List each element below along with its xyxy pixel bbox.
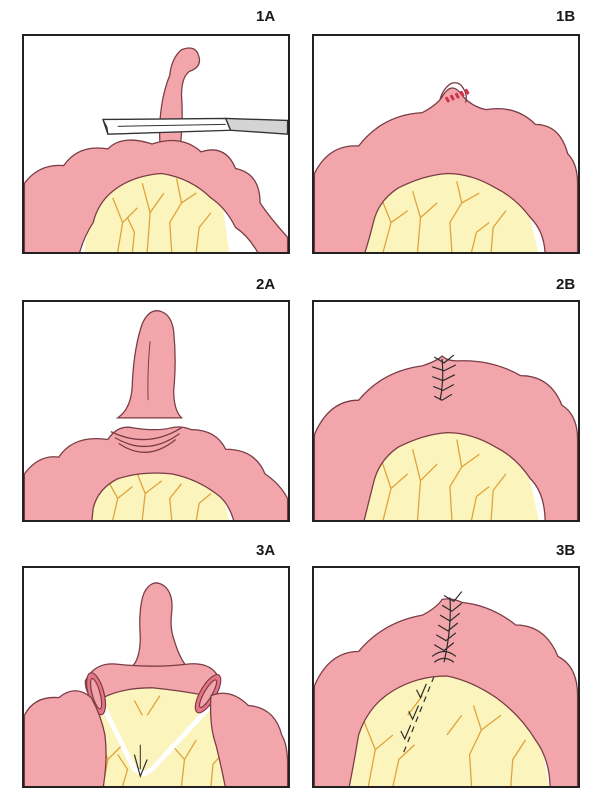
staple-line (445, 88, 470, 103)
mesentery (339, 671, 549, 786)
excised-appendix (115, 310, 184, 419)
bowel-loop (314, 87, 578, 252)
panel-2b (312, 300, 580, 522)
panel-2a-illustration (24, 310, 288, 520)
bowel-loop (24, 426, 288, 520)
panel-2b-illustration (314, 354, 578, 520)
cut-lumen-right (194, 673, 222, 714)
mesentery-vessels (107, 473, 212, 520)
panel-2a (22, 300, 290, 522)
panel-label-2b: 2B (556, 276, 576, 293)
mesentery-vessels (380, 439, 507, 520)
resection-margin (100, 703, 213, 778)
mesentery-vessels (112, 178, 212, 252)
panel-3a (22, 566, 290, 788)
panel-label-3b: 3B (556, 542, 576, 559)
appendix (130, 582, 188, 667)
panel-1b-illustration (314, 82, 578, 252)
clamp-instrument (102, 117, 288, 135)
panel-3a-illustration (24, 582, 288, 786)
bowel-loop (314, 355, 578, 520)
panel-3b-illustration (314, 591, 578, 786)
panel-3b (312, 566, 580, 788)
mesentery-sutures (400, 683, 427, 741)
bowel-stump-left (24, 690, 107, 786)
anastomosis-line (402, 656, 443, 755)
appendix (159, 47, 201, 153)
bowel-stump-right (209, 692, 288, 786)
panel-1b (312, 34, 580, 254)
panel-label-1b: 1B (556, 8, 576, 25)
panel-label-2a: 2A (256, 276, 276, 293)
mesentery-vessels (362, 695, 527, 786)
panel-label-1a: 1A (256, 8, 276, 25)
appendix-stump (439, 82, 467, 103)
cecal-cuff-incision (110, 427, 182, 453)
cut-lumen-left (86, 672, 107, 716)
suture-line (431, 591, 463, 663)
bowel-loop (24, 139, 288, 252)
panel-1a (22, 34, 290, 254)
panel-1a-illustration (24, 47, 288, 252)
suture-line (432, 354, 457, 401)
bowel-loop (314, 598, 578, 786)
mesentery-vessels (380, 181, 507, 252)
panel-label-3a: 3A (256, 542, 276, 559)
